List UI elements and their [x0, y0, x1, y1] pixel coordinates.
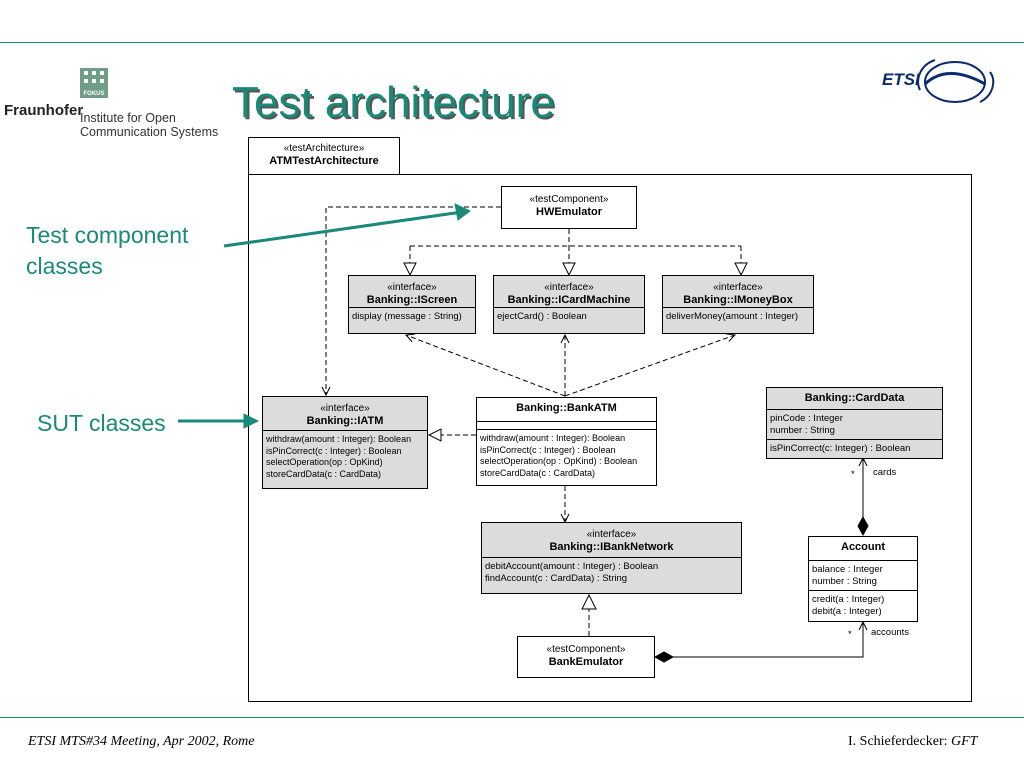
bankemulator-class: «testComponent» BankEmulator — [517, 636, 655, 678]
iatm-triangle — [427, 428, 442, 442]
icardmachine-name: Banking::ICardMachine — [507, 294, 631, 306]
hw-pointer-arrowhead — [454, 203, 471, 221]
sut-classes-label: SUT classes — [37, 410, 166, 436]
footer-author-name: I. Schieferdecker: — [848, 734, 951, 749]
sut-pointer-arrowhead — [243, 413, 260, 429]
iatm-stereotype: «interface» — [320, 403, 370, 414]
ibanknetwork-stereotype: «interface» — [586, 529, 637, 540]
bankemulator-stereotype: «testComponent» — [546, 644, 626, 655]
imoneybox-operations: deliverMoney(amount : Integer) — [663, 307, 813, 326]
carddata-name: Banking::CardData — [804, 392, 905, 404]
iatm-interface: «interface» Banking::IATM withdraw(amoun… — [262, 396, 428, 489]
account-operations: credit(a : Integer) debit(a : Integer) — [809, 590, 917, 620]
top-rule — [0, 42, 1024, 43]
ibanknetwork-triangle — [581, 593, 597, 610]
hwemulator-name: HWEmulator — [536, 206, 602, 218]
ibanknetwork-operations: debitAccount(amount : Integer) : Boolean… — [482, 557, 741, 587]
icardmachine-op-1: ejectCard() : Boolean — [497, 311, 587, 322]
carddata-attr-2: number : String — [770, 424, 835, 436]
accounts-role: accounts — [871, 627, 910, 638]
ibanknetwork-op-1: debitAccount(amount : Integer) : Boolean — [485, 561, 659, 572]
bankatm-op-3: selectOperation(op : OpKind) : Boolean — [480, 456, 638, 466]
account-attributes: balance : Integer number : String — [809, 560, 917, 590]
account-op-1: credit(a : Integer) — [812, 594, 885, 605]
bankemulator-account-assoc-line — [655, 622, 863, 658]
carddata-operations: isPinCorrect(c: Integer) : Boolean — [767, 439, 942, 458]
iscreen-interface: «interface» Banking::IScreen display (me… — [348, 275, 476, 334]
ibanknetwork-interface: «interface» Banking::IBankNetwork debitA… — [481, 522, 742, 594]
iatm-operations: withdraw(amount : Integer): Boolean isPi… — [263, 430, 427, 483]
bottom-rule — [0, 717, 1024, 718]
institute-line-2: Communication Systems — [80, 125, 219, 139]
bankatm-operations: withdraw(amount : Integer): Boolean isPi… — [477, 429, 656, 482]
bankatm-class: Banking::BankATM withdraw(amount : Integ… — [476, 397, 657, 486]
hwemulator-stereotype: «testComponent» — [529, 194, 609, 205]
iscreen-triangle — [403, 262, 417, 277]
imoneybox-op-1: deliverMoney(amount : Integer) — [666, 311, 799, 322]
iatm-op-1: withdraw(amount : Integer): Boolean — [266, 434, 412, 444]
carddata-attr-1: pinCode : Integer — [770, 413, 843, 424]
page-title: Test architecture — [232, 78, 555, 127]
cards-role: cards — [873, 467, 897, 478]
footer-author-org: GFT — [951, 734, 978, 749]
fokus-logo-icon: FOKUS — [80, 68, 108, 98]
hw-to-iatm-line — [326, 206, 501, 395]
iscreen-stereotype: «interface» — [387, 282, 437, 293]
ibanknetwork-name: Banking::IBankNetwork — [549, 541, 674, 553]
bankatm-op-2: isPinCorrect(c : Integer) : Boolean — [480, 444, 616, 455]
footer-author: I. Schieferdecker: GFT — [848, 734, 977, 750]
architecture-name: ATMTestArchitecture — [269, 155, 379, 167]
bankatm-attributes — [477, 421, 656, 429]
test-component-label-line1: Test component — [26, 222, 189, 248]
fraunhofer-logo: Fraunhofer — [4, 102, 84, 119]
cards-multiplicity: * — [851, 469, 855, 480]
carddata-attributes: pinCode : Integer number : String — [767, 409, 942, 439]
bankatm-op-1: withdraw(amount : Integer): Boolean — [480, 433, 626, 443]
icardmachine-triangle — [562, 262, 576, 277]
account-attr-2: number : String — [812, 575, 877, 587]
icardmachine-interface: «interface» Banking::ICardMachine ejectC… — [493, 275, 645, 334]
imoneybox-stereotype: «interface» — [713, 282, 763, 293]
bankatm-to-imoneybox-line — [564, 335, 735, 397]
architecture-tab: «testArchitecture» ATMTestArchitecture — [248, 137, 400, 175]
account-op-2: debit(a : Integer) — [812, 605, 882, 617]
icardmachine-stereotype: «interface» — [544, 282, 594, 293]
carddata-class: Banking::CardData pinCode : Integer numb… — [766, 387, 943, 459]
carddata-op-1: isPinCorrect(c: Integer) : Boolean — [770, 443, 911, 454]
etsi-logo: ETSI — [882, 70, 920, 89]
hwemulator-class: «testComponent» HWEmulator — [501, 186, 637, 229]
bankatm-to-iscreen-line — [406, 335, 566, 397]
icardmachine-operations: ejectCard() : Boolean — [494, 307, 644, 326]
bankatm-op-4: storeCardData(c : CardData) — [480, 467, 596, 478]
account-class: Account balance : Integer number : Strin… — [808, 536, 918, 622]
iscreen-operations: display (message : String) — [349, 307, 475, 326]
architecture-stereotype: «testArchitecture» — [283, 143, 365, 154]
footer-meeting: ETSI MTS#34 Meeting, Apr 2002, Rome — [28, 734, 255, 749]
fokus-label: FOKUS — [83, 91, 105, 97]
bankemulator-diamond — [653, 651, 675, 663]
imoneybox-interface: «interface» Banking::IMoneyBox deliverMo… — [662, 275, 814, 334]
imoneybox-triangle — [734, 262, 748, 277]
iscreen-name: Banking::IScreen — [366, 294, 458, 306]
iatm-op-3: selectOperation(op : OpKind) — [266, 457, 383, 467]
iscreen-op-1: display (message : String) — [352, 311, 462, 322]
imoneybox-name: Banking::IMoneyBox — [683, 294, 793, 306]
account-diamond — [857, 515, 869, 537]
bankemulator-name: BankEmulator — [548, 656, 624, 668]
institute-line-1: Institute for Open — [80, 111, 176, 125]
accounts-multiplicity: * — [848, 629, 852, 640]
ibanknetwork-op-2: findAccount(c : CardData) : String — [485, 572, 628, 584]
test-component-label-line2: classes — [26, 253, 103, 279]
iatm-op-4: storeCardData(c : CardData) — [266, 468, 382, 479]
account-attr-1: balance : Integer — [812, 564, 883, 575]
iatm-name: Banking::IATM — [306, 415, 384, 427]
iatm-op-2: isPinCorrect(c : Integer) : Boolean — [266, 445, 402, 456]
hw-pointer-arrow-line — [223, 210, 463, 248]
account-name: Account — [841, 541, 885, 553]
bankatm-name: Banking::BankATM — [516, 402, 617, 414]
